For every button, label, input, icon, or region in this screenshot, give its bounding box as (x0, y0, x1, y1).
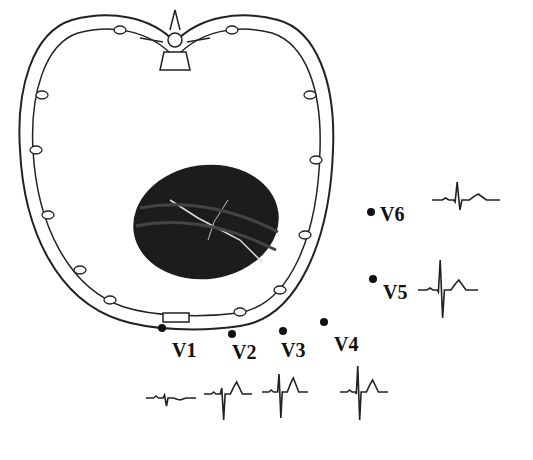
ecg-trace (204, 382, 252, 420)
ecg-trace (432, 182, 500, 210)
electrode-dot (279, 327, 287, 335)
rib (114, 26, 126, 34)
rib (74, 266, 86, 274)
heart (126, 155, 286, 288)
lead-label: V1 (172, 340, 196, 360)
sternum (163, 313, 189, 322)
rib (30, 146, 42, 154)
ecg-trace (340, 366, 388, 420)
electrode-dot (158, 324, 166, 332)
rib (274, 286, 286, 294)
lead-label: V3 (281, 340, 305, 360)
lead-label: V5 (383, 282, 407, 302)
rib (36, 91, 48, 99)
thorax-outline (19, 15, 333, 329)
rib (42, 211, 54, 219)
lead-label: V6 (380, 204, 404, 224)
rib-ring (33, 29, 321, 316)
ecg-trace (418, 260, 478, 318)
rib (234, 308, 246, 316)
electrode-dot (367, 208, 375, 216)
lead-label: V2 (232, 342, 256, 362)
electrode-dot (369, 275, 377, 283)
ecg-trace (262, 374, 308, 418)
electrode-dot (228, 330, 236, 338)
electrode-dot (320, 318, 328, 326)
rib (310, 156, 322, 164)
rib (226, 26, 238, 34)
rib (299, 231, 311, 239)
lead-label: V4 (334, 334, 358, 354)
ecg-trace (146, 395, 196, 406)
rib (304, 91, 316, 99)
vertebra (140, 10, 210, 70)
rib (104, 296, 116, 304)
